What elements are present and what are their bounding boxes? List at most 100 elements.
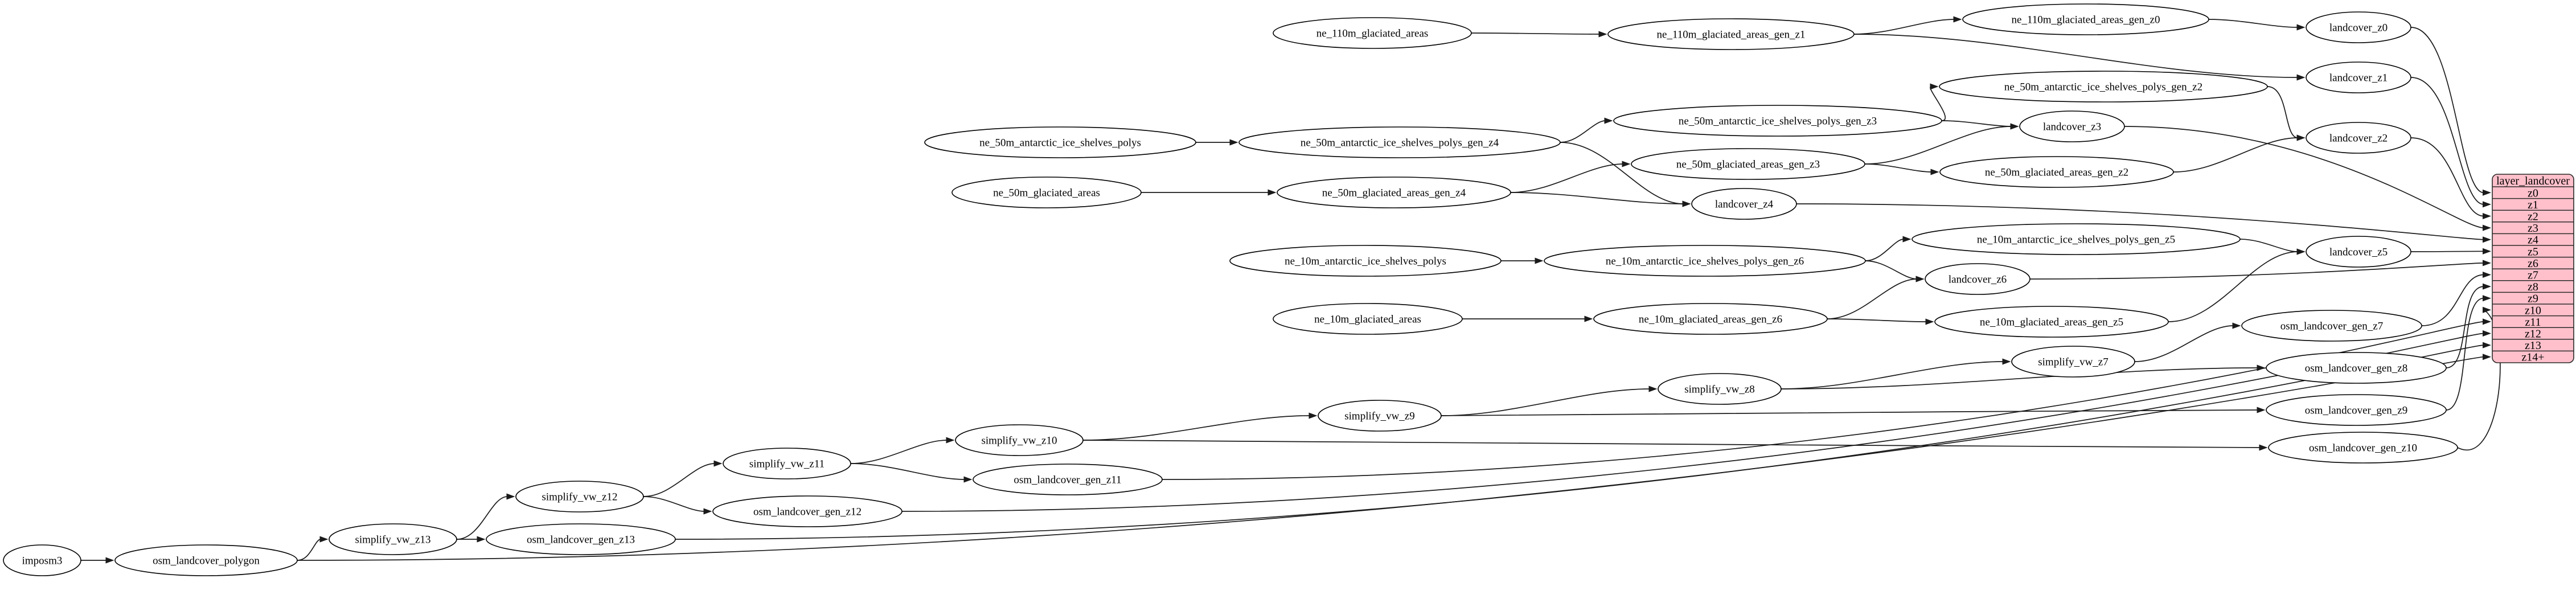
graph-edge — [1827, 278, 1917, 319]
graph-node-ne_110m_glaciated_areas[interactable]: ne_110m_glaciated_areas — [1273, 17, 1472, 49]
graph-node-ne_50m_glaciated_areas_gen_z2[interactable]: ne_50m_glaciated_areas_gen_z2 — [1939, 156, 2174, 188]
graph-node-ne_110m_glaciated_areas_gen_z0[interactable]: ne_110m_glaciated_areas_gen_z0 — [1962, 3, 2209, 35]
record-row-z11[interactable]: z11 — [2525, 316, 2541, 329]
graph-node-osm_landcover_gen_z7[interactable]: osm_landcover_gen_z7 — [2241, 310, 2422, 342]
graph-edge — [1560, 142, 1684, 204]
graph-node-simplify_vw_z9[interactable]: simplify_vw_z9 — [1318, 400, 1442, 432]
graph-node-ne_50m_antarctic_ice_shelves_polys_gen_z3[interactable]: ne_50m_antarctic_ice_shelves_polys_gen_z… — [1613, 105, 1942, 137]
record-row-z14+[interactable]: z14+ — [2521, 351, 2544, 364]
graph-edge — [2410, 77, 2484, 205]
graph-node-ne_10m_glaciated_areas_gen_z6[interactable]: ne_10m_glaciated_areas_gen_z6 — [1593, 303, 1828, 335]
graph-edge — [456, 496, 508, 540]
record-row-z2[interactable]: z2 — [2528, 211, 2538, 223]
edge-arrowhead — [1229, 139, 1238, 146]
record-row-z6[interactable]: z6 — [2528, 257, 2538, 270]
edge-arrowhead — [506, 493, 515, 500]
record-row-z13[interactable]: z13 — [2525, 339, 2541, 352]
record-row-z3[interactable]: z3 — [2528, 222, 2538, 235]
graph-node-ne_50m_glaciated_areas[interactable]: ne_50m_glaciated_areas — [951, 177, 1142, 208]
graph-node-simplify_vw_z12[interactable]: simplify_vw_z12 — [515, 481, 644, 512]
graph-node-osm_landcover_gen_z11[interactable]: osm_landcover_gen_z11 — [973, 464, 1163, 495]
graph-edge — [1864, 126, 2012, 165]
node-shape — [1229, 245, 1502, 277]
graph-node-ne_110m_glaciated_areas_gen_z1[interactable]: ne_110m_glaciated_areas_gen_z1 — [1607, 18, 1855, 50]
graph-node-osm_landcover_gen_z12[interactable]: osm_landcover_gen_z12 — [712, 495, 903, 527]
record-row-z12[interactable]: z12 — [2525, 328, 2541, 341]
edge-arrowhead — [963, 476, 973, 483]
graph-edge — [1082, 440, 2261, 448]
graph-node-osm_landcover_gen_z10[interactable]: osm_landcover_gen_z10 — [2268, 432, 2458, 464]
graph-node-ne_50m_antarctic_ice_shelves_polys_gen_z2[interactable]: ne_50m_antarctic_ice_shelves_polys_gen_z… — [1939, 71, 2268, 102]
graph-node-simplify_vw_z8[interactable]: simplify_vw_z8 — [1658, 373, 1782, 405]
graph-node-landcover_z5[interactable]: landcover_z5 — [2306, 236, 2411, 268]
graph-node-ne_50m_antarctic_ice_shelves_polys[interactable]: ne_50m_antarctic_ice_shelves_polys — [924, 126, 1196, 158]
graph-node-simplify_vw_z10[interactable]: simplify_vw_z10 — [955, 424, 1084, 456]
graph-node-ne_10m_antarctic_ice_shelves_polys_gen_z6[interactable]: ne_10m_antarctic_ice_shelves_polys_gen_z… — [1544, 245, 1866, 277]
graph-node-simplify_vw_z11[interactable]: simplify_vw_z11 — [723, 448, 851, 479]
edge-arrowhead — [2483, 248, 2491, 255]
graph-node-ne_50m_glaciated_areas_gen_z4[interactable]: ne_50m_glaciated_areas_gen_z4 — [1277, 177, 1511, 208]
edge-arrowhead — [2483, 213, 2491, 219]
edge-arrowhead — [1604, 117, 1613, 124]
record-row-z8[interactable]: z8 — [2528, 281, 2538, 293]
record-row-z1[interactable]: z1 — [2528, 199, 2538, 211]
record-row-z0[interactable]: z0 — [2528, 187, 2538, 199]
graph-node-osm_landcover_gen_z8[interactable]: osm_landcover_gen_z8 — [2266, 352, 2447, 384]
node-shape — [1318, 400, 1442, 432]
graph-node-landcover_z2[interactable]: landcover_z2 — [2306, 122, 2411, 154]
graph-node-osm_landcover_polygon[interactable]: osm_landcover_polygon — [114, 544, 298, 576]
edge-arrowhead — [105, 557, 114, 564]
edge-arrowhead — [2296, 134, 2306, 141]
edge-arrowhead — [2259, 444, 2268, 451]
node-shape — [2266, 394, 2447, 426]
edge-arrowhead — [2483, 272, 2491, 278]
graph-node-ne_50m_glaciated_areas_gen_z3[interactable]: ne_50m_glaciated_areas_gen_z3 — [1631, 148, 1865, 180]
node-shape — [1939, 156, 2174, 188]
graph-edge — [2124, 126, 2484, 228]
edge-arrowhead — [1682, 200, 1691, 207]
graph-edge — [1865, 260, 1917, 280]
graph-node-landcover_z6[interactable]: landcover_z6 — [1925, 263, 2031, 295]
node-shape — [329, 523, 457, 555]
graph-edge — [1781, 367, 2258, 389]
graph-edge — [1082, 415, 1310, 441]
graph-node-osm_landcover_gen_z9[interactable]: osm_landcover_gen_z9 — [2266, 394, 2447, 426]
graph-node-simplify_vw_z13[interactable]: simplify_vw_z13 — [329, 523, 457, 555]
edge-arrowhead — [2483, 283, 2491, 290]
graph-node-ne_10m_glaciated_areas_gen_z5[interactable]: ne_10m_glaciated_areas_gen_z5 — [1934, 306, 2169, 338]
graph-node-osm_landcover_gen_z13[interactable]: osm_landcover_gen_z13 — [486, 523, 676, 555]
graph-node-ne_10m_antarctic_ice_shelves_polys_gen_z5[interactable]: ne_10m_antarctic_ice_shelves_polys_gen_z… — [1912, 223, 2241, 255]
graph-node-ne_50m_antarctic_ice_shelves_polys_gen_z4[interactable]: ne_50m_antarctic_ice_shelves_polys_gen_z… — [1238, 126, 1561, 158]
edge-arrowhead — [2483, 260, 2491, 266]
node-shape — [114, 544, 298, 576]
edge-arrowhead — [1930, 169, 1939, 175]
graph-node-ne_10m_glaciated_areas[interactable]: ne_10m_glaciated_areas — [1273, 303, 1463, 335]
graph-node-simplify_vw_z7[interactable]: simplify_vw_z7 — [2011, 346, 2135, 378]
graph-node-imposm3[interactable]: imposm3 — [3, 544, 81, 576]
graph-edge — [2421, 274, 2484, 326]
edge-arrowhead — [713, 460, 723, 467]
edge-arrowhead — [2296, 74, 2306, 81]
graph-edge — [2446, 286, 2484, 368]
graph-node-ne_10m_antarctic_ice_shelves_polys[interactable]: ne_10m_antarctic_ice_shelves_polys — [1229, 245, 1502, 277]
node-shape — [2306, 61, 2411, 93]
edge-arrowhead — [1535, 257, 1544, 264]
record-row-z10[interactable]: z10 — [2525, 304, 2541, 317]
record-row-z7[interactable]: z7 — [2528, 269, 2538, 282]
edge-arrowhead — [1925, 318, 1934, 325]
node-shape — [3, 544, 81, 576]
record-node-layer_landcover[interactable]: layer_landcoverz0z1z2z3z4z5z6z7z8z9z10z1… — [2492, 174, 2574, 364]
graph-node-landcover_z0[interactable]: landcover_z0 — [2306, 11, 2411, 43]
edge-arrowhead — [319, 536, 329, 543]
record-row-z9[interactable]: z9 — [2528, 293, 2538, 305]
graph-node-landcover_z1[interactable]: landcover_z1 — [2306, 61, 2411, 93]
record-row-z5[interactable]: z5 — [2528, 245, 2538, 258]
record-row-z4[interactable]: z4 — [2528, 234, 2538, 247]
edge-arrowhead — [2483, 201, 2491, 208]
graph-node-landcover_z3[interactable]: landcover_z3 — [2019, 110, 2125, 142]
graph-edge — [1471, 32, 1600, 35]
node-layer: ne_110m_glaciated_areas ne_110m_glaciated… — [3, 3, 2574, 576]
node-shape — [486, 523, 676, 555]
edge-arrowhead — [1622, 161, 1631, 167]
graph-node-landcover_z4[interactable]: landcover_z4 — [1691, 188, 1797, 220]
